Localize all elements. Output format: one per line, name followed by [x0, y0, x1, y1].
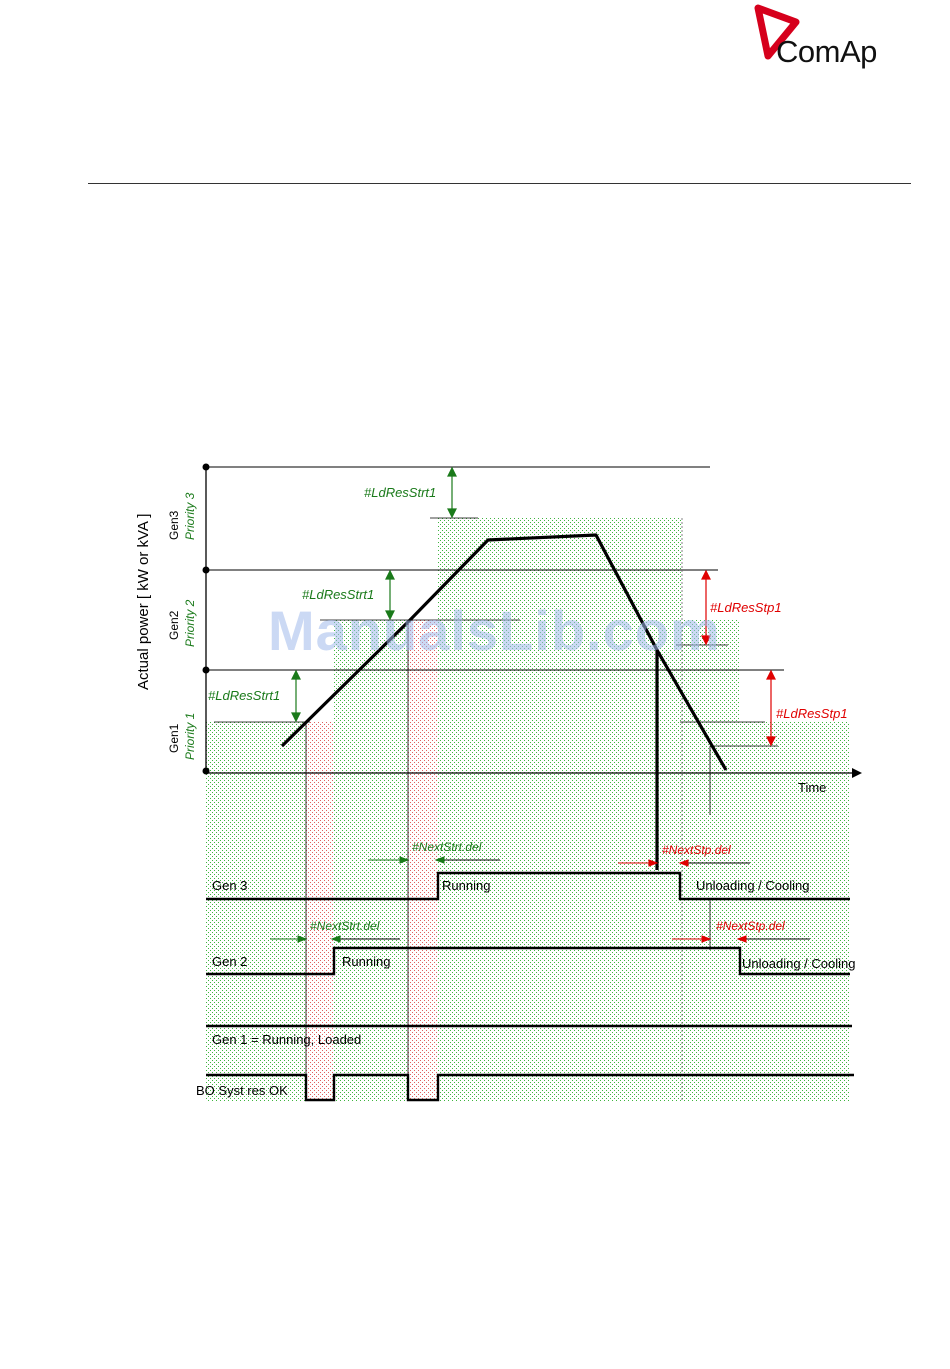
gen1-timing-label: Gen 1 = Running, Loaded — [212, 1032, 361, 1047]
next-stp-del-label-3: #NextStp.del — [662, 843, 731, 857]
gen2-running-label: Running — [342, 954, 390, 969]
next-stp-del-label-2: #NextStp.del — [716, 919, 785, 933]
brand-name: ComAp — [776, 34, 877, 69]
gen2-priority: Priority 2 — [183, 599, 197, 647]
ld-res-stp-arrows — [701, 569, 776, 747]
comap-logo-icon — [754, 4, 800, 60]
next-strt-del-label-3: #NextStrt.del — [412, 840, 482, 854]
gen1-priority: Priority 1 — [183, 713, 197, 760]
axis-node — [202, 767, 210, 775]
gen3-name: Gen3 — [167, 510, 181, 540]
next-strt-del-arrows — [270, 856, 500, 943]
load-curve — [280, 533, 659, 870]
bo-signal — [206, 1073, 854, 1102]
gen3-unloading-label: Unloading / Cooling — [696, 878, 809, 893]
gen3-area — [438, 518, 682, 1100]
start-zone-1 — [306, 722, 334, 1100]
gen3-signal — [206, 871, 850, 901]
watermark: ManualsLib.com — [268, 599, 721, 662]
gen2-area-right — [682, 620, 740, 1100]
gen3-running-label: Running — [442, 878, 490, 893]
ld-res-strt-label-3: #LdResStrt1 — [364, 485, 436, 500]
ld-res-strt-arrows — [291, 466, 457, 723]
ld-res-stp-label-2: #LdResStp1 — [710, 600, 782, 615]
x-axis-arrow-icon — [852, 768, 862, 778]
y-axis-label: Actual power [ kW or kVA ] — [135, 514, 152, 690]
ld-res-stp-label-1: #LdResStp1 — [776, 706, 848, 721]
ld-res-strt-label-2: #LdResStrt1 — [302, 587, 374, 602]
next-strt-del-label-2: #NextStrt.del — [310, 919, 380, 933]
gen2-signal — [206, 946, 850, 976]
gen3-priority: Priority 3 — [183, 492, 197, 540]
bo-timing-label: BO Syst res OK — [196, 1083, 288, 1098]
gen2-unloading-label: Unloading / Cooling — [742, 956, 855, 971]
gen2-name: Gen2 — [167, 610, 181, 640]
load-curve-descent — [655, 649, 728, 771]
gen3-timing-label: Gen 3 — [212, 878, 247, 893]
gen1-name: Gen1 — [167, 723, 181, 753]
next-stp-del-arrows — [618, 859, 810, 943]
gen2-timing-label: Gen 2 — [212, 954, 247, 969]
start-zone-2 — [408, 620, 438, 1100]
x-axis-label: Time — [798, 780, 826, 795]
ld-res-strt-label-1: #LdResStrt1 — [208, 688, 280, 703]
header-divider — [88, 183, 911, 184]
